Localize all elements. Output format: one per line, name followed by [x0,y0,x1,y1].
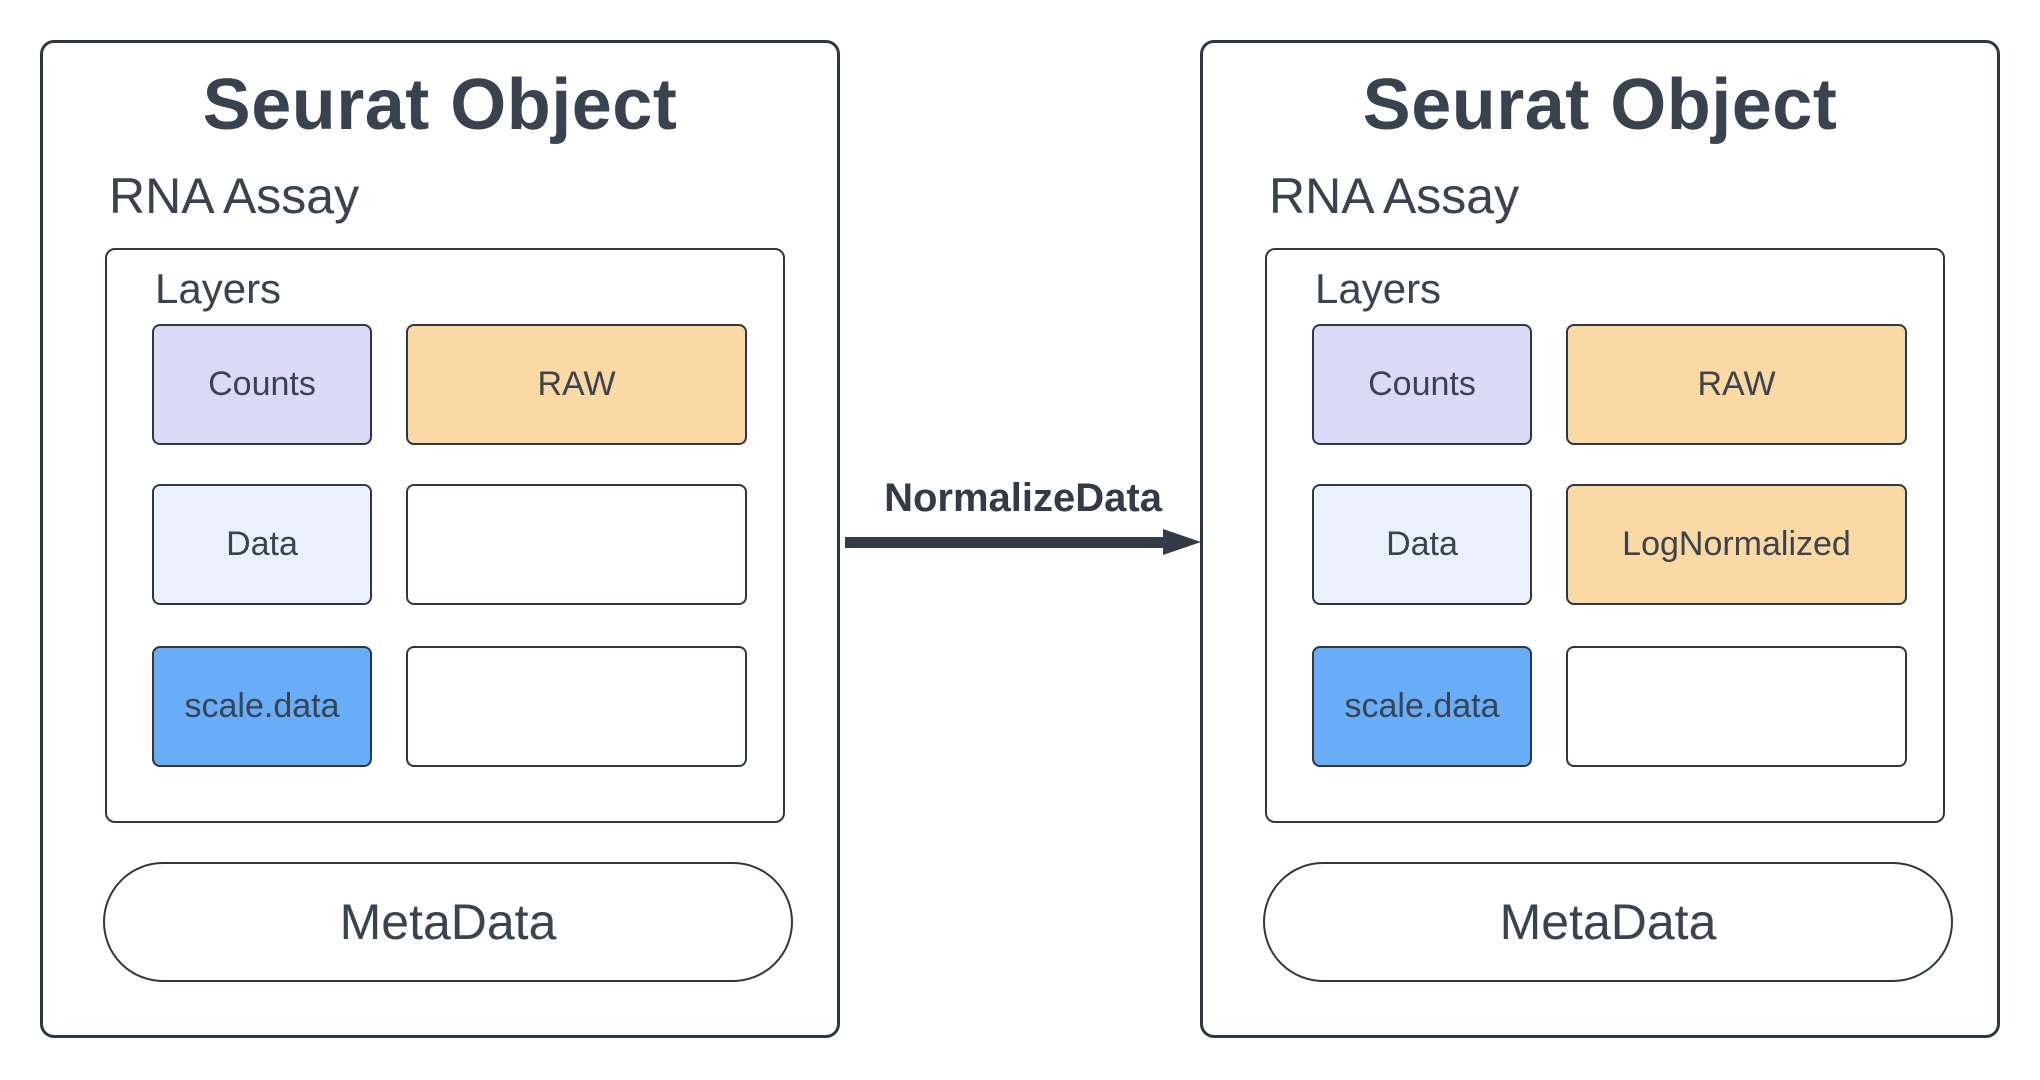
layer-cell-counts: Counts [1312,324,1532,445]
layer-cell-empty-1 [1566,646,1907,767]
layers-label: Layers [155,265,282,312]
rna-assay-label: RNA Assay [1269,168,1520,224]
seurat-object-panel-right: Seurat Object RNA Assay Layers Counts RA… [1200,40,2000,1038]
layers-container: Layers Counts RAW Data LogNormalized sca… [1265,248,1945,823]
panel-title: Seurat Object [202,65,678,145]
layer-cell-lognormalized: LogNormalized [1566,484,1907,605]
arrow-right-icon [1163,529,1201,555]
layer-cell-scale-data: scale.data [1312,646,1532,767]
layers-container: Layers Counts RAW Data scale.data [105,248,785,823]
rna-assay-label: RNA Assay [109,168,360,224]
arrow-shaft [845,537,1165,548]
layers-label: Layers [1315,265,1442,312]
layer-cell-empty-2 [406,646,747,767]
layer-cell-data: Data [1312,484,1532,605]
normalizedata-arrow-label: NormalizeData [884,476,1162,520]
layer-cell-raw: RAW [406,324,747,445]
layer-cell-counts: Counts [152,324,372,445]
metadata-pill: MetaData [1263,862,1953,982]
layer-cell-scale-data: scale.data [152,646,372,767]
panel-title: Seurat Object [1362,65,1838,145]
metadata-pill: MetaData [103,862,793,982]
seurat-object-panel-left: Seurat Object RNA Assay Layers Counts RA… [40,40,840,1038]
layer-cell-empty-1 [406,484,747,605]
layer-cell-data: Data [152,484,372,605]
layer-cell-raw: RAW [1566,324,1907,445]
